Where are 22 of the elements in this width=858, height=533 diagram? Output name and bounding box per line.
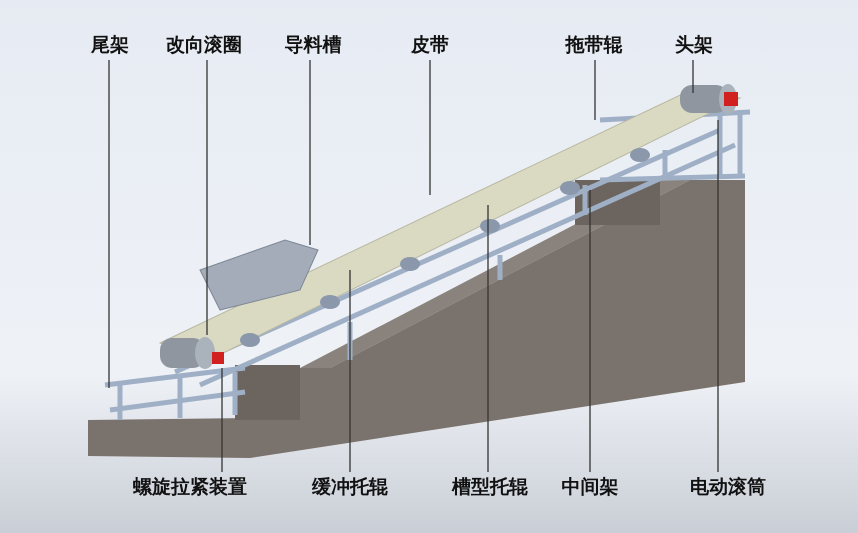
part-label: 导料槽 — [284, 34, 342, 56]
part-label: 缓冲托辊 — [312, 476, 388, 498]
part-label: 尾架 — [91, 34, 129, 56]
leader-line — [108, 60, 110, 388]
part-label: 中间架 — [562, 476, 618, 498]
part-label: 头架 — [675, 34, 713, 56]
part-label: 电动滚筒 — [690, 476, 766, 498]
leader-line — [594, 60, 596, 120]
leader-line — [206, 60, 208, 335]
part-label: 改向滚圈 — [166, 34, 242, 56]
part-label: 拖带辊 — [566, 34, 622, 56]
leader-line — [487, 205, 489, 472]
leader-line — [589, 190, 591, 472]
part-label: 皮带 — [411, 34, 449, 56]
leader-line — [349, 270, 351, 472]
leader-line — [692, 60, 694, 93]
leader-line — [221, 368, 223, 472]
leader-line — [309, 60, 311, 245]
part-label: 螺旋拉紧装置 — [133, 476, 247, 498]
leader-line — [429, 60, 431, 195]
part-label: 槽型托辊 — [452, 476, 528, 498]
leader-line — [717, 120, 719, 472]
